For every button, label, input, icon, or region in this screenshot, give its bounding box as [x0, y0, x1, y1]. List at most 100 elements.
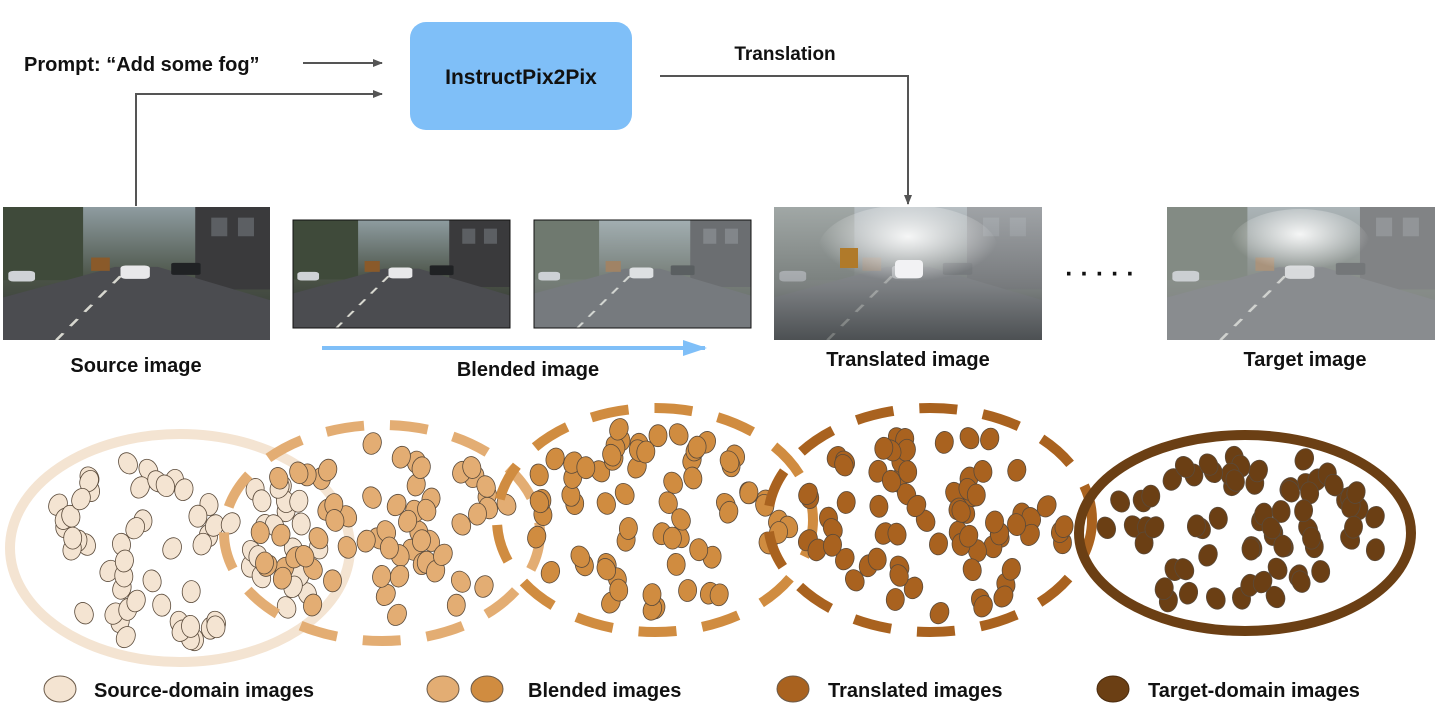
sample-dot — [155, 474, 176, 498]
sample-dot — [250, 521, 270, 544]
blended-image-2 — [533, 219, 752, 329]
sample-dot — [1273, 534, 1293, 558]
sample-dot — [1294, 448, 1315, 471]
sample-dot — [1261, 516, 1282, 540]
legend-blended-label: Blended images — [528, 680, 681, 702]
sample-dot — [1267, 557, 1288, 580]
sample-dot — [1144, 516, 1165, 539]
sample-dot — [398, 509, 418, 533]
sample-dot — [1001, 558, 1021, 581]
sample-dot — [1141, 484, 1161, 508]
sample-dot — [379, 536, 399, 560]
sample-dot — [545, 447, 565, 471]
legend-blended-swatch-1 — [426, 675, 460, 703]
sample-dot — [1134, 531, 1154, 555]
sample-dot — [1174, 456, 1195, 478]
sample-dot — [1294, 499, 1314, 523]
legend-translated-label: Translated images — [828, 680, 1003, 702]
sample-dot — [959, 524, 979, 548]
sample-dot — [115, 626, 136, 649]
sample-dot — [570, 545, 591, 568]
sample-dot — [152, 593, 172, 617]
sample-dot — [662, 526, 682, 550]
sample-dot — [973, 595, 993, 618]
sample-dot — [308, 527, 329, 550]
sample-dot — [433, 543, 453, 566]
sample-dot — [411, 456, 431, 479]
sample-dot — [337, 536, 357, 559]
sample-dot — [192, 532, 212, 556]
sample-dot — [1252, 570, 1273, 594]
sample-dot — [666, 553, 686, 576]
translated-domain-cloud-outline — [763, 403, 1097, 637]
sample-dot — [668, 423, 689, 446]
sample-dot — [867, 547, 887, 571]
sample-dot — [289, 461, 309, 485]
target-domain-cloud-outline — [1074, 430, 1416, 636]
sample-dot — [474, 575, 494, 598]
sample-dot — [1300, 481, 1320, 505]
sample-dot — [719, 450, 740, 473]
blended-domain-cloud-2-outline — [492, 403, 818, 637]
legend-source-label: Source-domain images — [94, 680, 314, 702]
sample-dot — [683, 466, 703, 490]
sample-dot — [959, 427, 980, 450]
sample-dot — [823, 533, 842, 557]
sample-dot — [295, 544, 315, 568]
sample-dot — [636, 440, 656, 464]
sample-dot — [412, 529, 431, 553]
sample-dot — [391, 445, 411, 469]
sample-dot — [934, 431, 954, 454]
sample-dot — [386, 493, 407, 517]
blended-domain-cloud-2 — [492, 403, 818, 637]
sample-dot — [126, 589, 146, 613]
sample-dot — [1154, 577, 1174, 601]
sample-dot — [142, 569, 162, 593]
sample-dot — [272, 566, 292, 590]
sample-dot — [1241, 537, 1261, 561]
sample-dot — [114, 549, 134, 573]
sample-dot — [1365, 538, 1385, 562]
sample-dot — [835, 547, 855, 571]
target-domain-cloud — [1074, 430, 1416, 636]
sample-dot — [642, 583, 662, 606]
translation-label: Translation — [734, 44, 835, 65]
sample-dot — [609, 578, 629, 602]
sample-dot — [125, 517, 145, 540]
target-image-label: Target image — [1244, 349, 1367, 371]
translation-arrow — [660, 75, 912, 205]
target-image — [1167, 207, 1435, 340]
sample-dot — [798, 482, 818, 505]
sample-dot — [951, 500, 971, 523]
sample-dot — [1198, 544, 1218, 567]
sample-dot — [318, 458, 338, 482]
sample-dot — [658, 491, 678, 514]
sample-dot — [269, 467, 289, 490]
sample-dot — [576, 456, 596, 480]
legend-blended-swatch-2 — [470, 675, 504, 703]
sample-dot — [462, 456, 482, 479]
sample-dot — [323, 569, 342, 593]
sample-dot — [118, 452, 138, 475]
sample-dot — [387, 603, 407, 626]
blended-image-label: Blended image — [457, 359, 599, 381]
source-image-label: Source image — [70, 355, 201, 377]
sample-dot — [1265, 585, 1286, 609]
sample-dot — [181, 615, 200, 638]
sample-dot — [719, 500, 739, 524]
sample-dot — [898, 460, 918, 484]
sample-dot — [74, 602, 94, 625]
sample-dot — [303, 593, 323, 617]
sample-dot — [887, 522, 907, 546]
source-image — [3, 207, 270, 340]
sample-dot — [980, 427, 1000, 451]
blended-image-1 — [292, 219, 511, 329]
translated-image-label: Translated image — [826, 349, 989, 371]
sample-dot — [529, 490, 550, 514]
sample-dot — [362, 432, 382, 455]
prompt-label: Prompt: “Add some fog” — [24, 54, 260, 76]
sample-dot — [255, 551, 274, 575]
sample-dot — [389, 564, 410, 588]
sample-dot — [540, 560, 561, 584]
sample-dot — [71, 488, 91, 511]
